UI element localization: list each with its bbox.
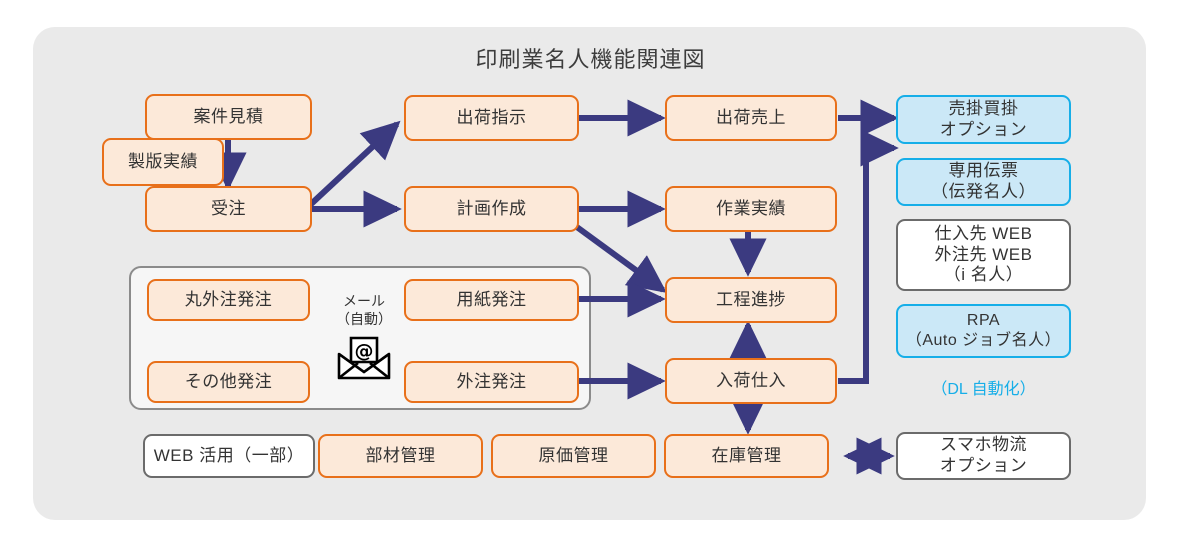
node-juchu[interactable]: 受注 <box>145 186 312 232</box>
node-label: 仕入先 WEB 外注先 WEB （i 名人） <box>934 223 1033 285</box>
node-seihan-jisseki[interactable]: 製版実績 <box>102 138 224 186</box>
node-label: 出荷指示 <box>456 107 527 127</box>
node-label: その他発注 <box>184 371 273 391</box>
node-label: 原価管理 <box>538 445 609 465</box>
node-label: 出荷売上 <box>716 107 786 127</box>
node-shukka-shiji[interactable]: 出荷指示 <box>404 95 579 141</box>
node-label: RPA （Auto ジョブ名人） <box>905 312 1062 349</box>
page-title: 印刷業名人機能関連図 <box>475 47 706 72</box>
node-anken-mitsumori[interactable]: 案件見積 <box>145 94 312 140</box>
node-label: 計画作成 <box>456 198 527 218</box>
dl-automation-note: （DL 自動化） <box>931 381 1036 398</box>
node-label: 入荷仕入 <box>716 370 786 390</box>
node-sonota-hacchu[interactable]: その他発注 <box>147 361 310 403</box>
node-shiiresaki-web[interactable]: 仕入先 WEB 外注先 WEB （i 名人） <box>896 219 1071 291</box>
node-label: 作業実績 <box>716 198 786 218</box>
node-label: 製版実績 <box>128 151 198 171</box>
node-nyuka-shiire[interactable]: 入荷仕入 <box>665 358 837 404</box>
node-sagyo-jisseki[interactable]: 作業実績 <box>665 186 837 232</box>
node-keikaku-sakusei[interactable]: 計画作成 <box>404 186 579 232</box>
mail-auto-label: メール （自動） <box>336 293 392 327</box>
node-label: スマホ物流 オプション <box>939 435 1028 475</box>
node-senyou-denpyou[interactable]: 専用伝票 （伝発名人） <box>896 158 1071 206</box>
node-label: 丸外注発注 <box>184 289 273 309</box>
node-rpa-autojob[interactable]: RPA （Auto ジョブ名人） <box>896 304 1071 358</box>
node-shukka-uriage[interactable]: 出荷売上 <box>665 95 837 141</box>
node-label: 用紙発注 <box>456 289 527 309</box>
node-label: 外注発注 <box>456 371 527 391</box>
node-koutei-shinchoku[interactable]: 工程進捗 <box>665 277 837 323</box>
node-web-katsuyo[interactable]: WEB 活用（一部） <box>143 434 315 478</box>
node-genka-kanri[interactable]: 原価管理 <box>491 434 656 478</box>
node-label: 受注 <box>211 198 246 218</box>
node-smaho-butsuryu-option[interactable]: スマホ物流 オプション <box>896 432 1071 480</box>
node-maru-gaichu-hacchu[interactable]: 丸外注発注 <box>147 279 310 321</box>
node-label: 工程進捗 <box>716 289 786 309</box>
node-label: 専用伝票 （伝発名人） <box>931 161 1036 201</box>
node-urikake-kaikake-option[interactable]: 売掛買掛 オプション <box>896 95 1071 144</box>
node-label: 案件見積 <box>193 106 264 126</box>
node-label: WEB 活用（一部） <box>153 445 305 465</box>
node-buzai-kanri[interactable]: 部材管理 <box>318 434 483 478</box>
node-gaichu-hacchu[interactable]: 外注発注 <box>404 361 579 403</box>
mail-at-envelope-icon: @ <box>337 336 391 380</box>
node-label: 部材管理 <box>365 445 436 465</box>
node-youshi-hacchu[interactable]: 用紙発注 <box>404 279 579 321</box>
node-label: 売掛買掛 オプション <box>939 98 1028 139</box>
svg-text:@: @ <box>355 340 374 362</box>
node-label: 在庫管理 <box>711 445 782 465</box>
node-zaiko-kanri[interactable]: 在庫管理 <box>664 434 829 478</box>
